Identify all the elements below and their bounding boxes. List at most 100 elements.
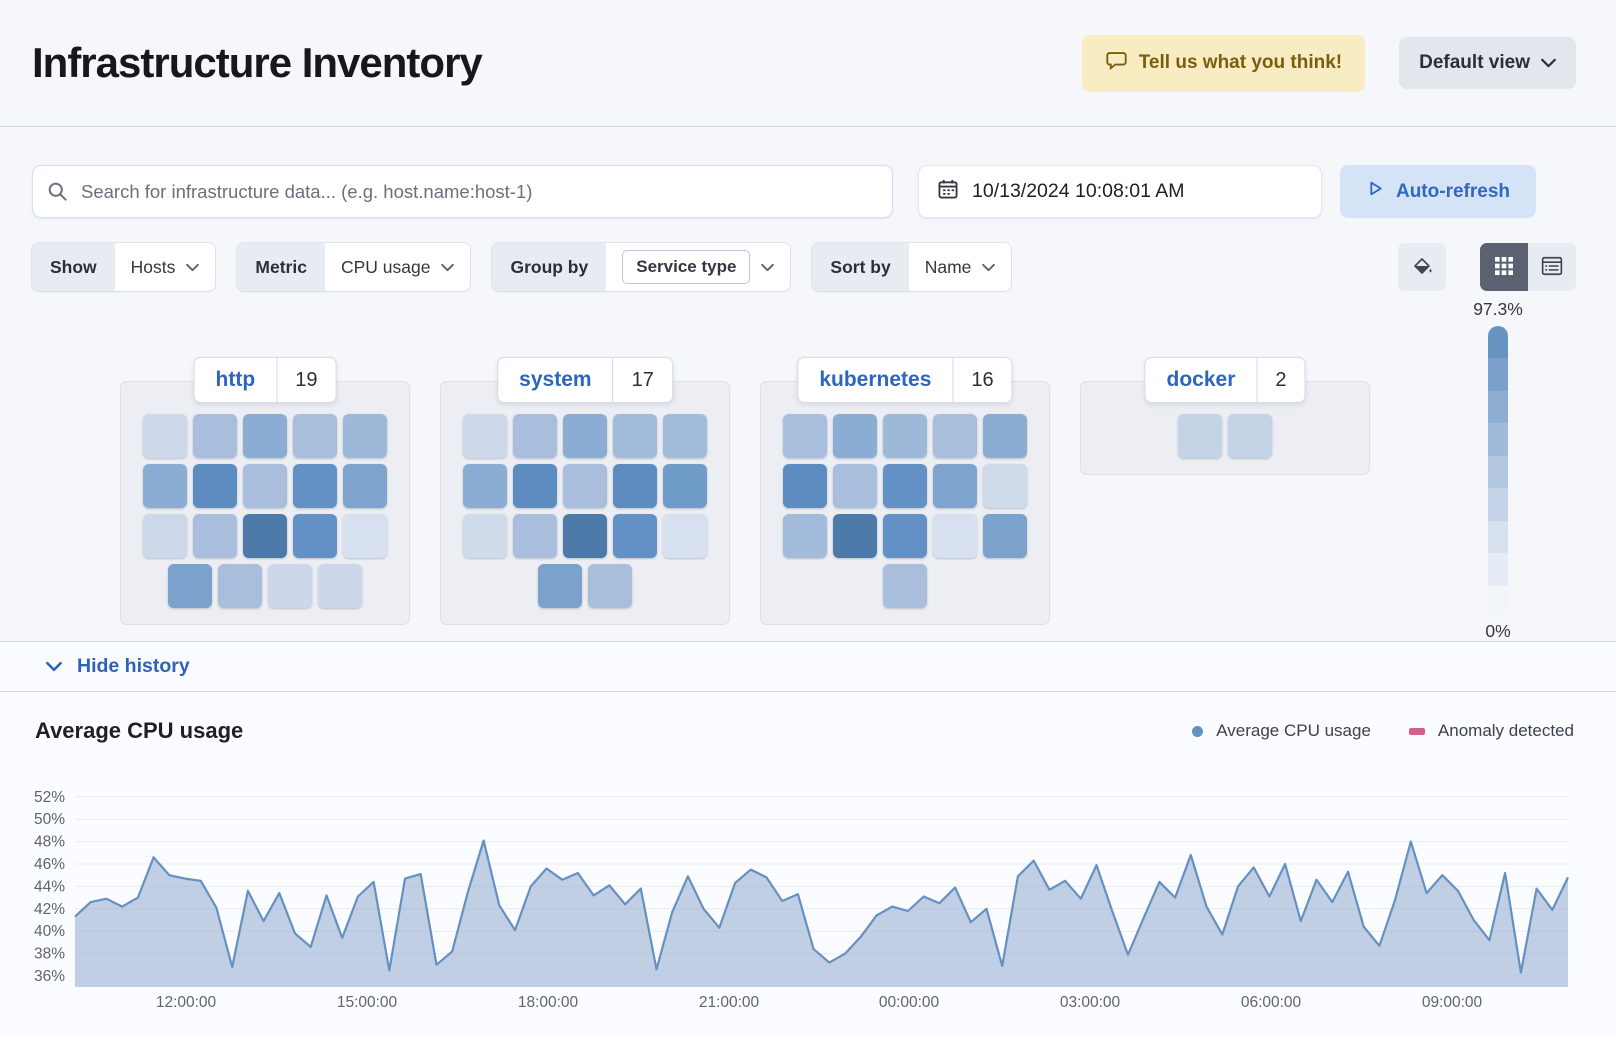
host-cell[interactable] [538,564,582,608]
host-cell[interactable] [563,464,607,508]
date-picker-button[interactable]: 10/13/2024 10:08:01 AM [918,165,1322,218]
host-cell[interactable] [168,564,212,608]
host-cell[interactable] [293,414,337,458]
page-header: Infrastructure Inventory Tell us what yo… [0,0,1616,127]
host-cell[interactable] [1178,414,1222,458]
feedback-button[interactable]: Tell us what you think! [1081,34,1366,92]
host-cell[interactable] [663,414,707,458]
host-cell[interactable] [588,564,632,608]
host-cell[interactable] [783,414,827,458]
host-cell[interactable] [833,514,877,558]
host-cell[interactable] [983,514,1027,558]
view-dropdown-button[interactable]: Default view [1399,37,1576,89]
host-cell[interactable] [613,464,657,508]
host-cell[interactable] [613,414,657,458]
scale-gradient-bar [1488,326,1508,618]
host-cell[interactable] [513,464,557,508]
host-cell[interactable] [343,514,387,558]
host-cell[interactable] [663,464,707,508]
host-cell[interactable] [318,564,362,608]
host-cell[interactable] [513,414,557,458]
metric-filter-dropdown[interactable]: CPU usage [325,243,471,291]
host-cell[interactable] [933,414,977,458]
host-cell[interactable] [143,414,187,458]
host-cell[interactable] [663,514,707,558]
svg-text:44%: 44% [34,878,65,895]
scale-step [1488,553,1508,586]
table-view-button[interactable] [1528,243,1576,291]
group-name-link[interactable]: kubernetes [819,368,932,391]
show-filter-label: Show [32,243,115,291]
host-cell[interactable] [293,514,337,558]
chevron-down-icon [46,661,62,672]
host-cell[interactable] [218,564,262,608]
host-cell[interactable] [563,414,607,458]
legend-item-cpu[interactable]: Average CPU usage [1192,721,1371,741]
chart-title: Average CPU usage [35,718,244,743]
group-count: 16 [971,368,994,391]
metric-filter: Metric CPU usage [237,243,471,291]
host-cell[interactable] [343,464,387,508]
groupby-filter-label: Group by [492,243,607,291]
hide-history-toggle[interactable]: Hide history [0,641,1616,692]
svg-text:09:00:00: 09:00:00 [1422,994,1483,1010]
auto-refresh-button[interactable]: Auto-refresh [1340,165,1536,218]
host-cell[interactable] [783,464,827,508]
search-toolbar: 10/13/2024 10:08:01 AM Auto-refresh [32,165,1576,218]
metric-filter-label: Metric [237,243,325,291]
host-cell[interactable] [463,514,507,558]
host-cell[interactable] [1228,414,1272,458]
host-cell[interactable] [243,414,287,458]
host-cell[interactable] [143,464,187,508]
host-cell[interactable] [933,514,977,558]
sortby-filter-dropdown[interactable]: Name [909,243,1012,291]
group-name-link[interactable]: docker [1166,368,1236,391]
search-input[interactable] [32,165,893,218]
group-name-link[interactable]: http [215,368,256,391]
host-cell[interactable] [983,464,1027,508]
host-cell[interactable] [343,414,387,458]
severity-scale: 97.3% 0% [1472,299,1524,642]
pill-divider [1256,358,1258,402]
waffle-row [121,564,409,608]
show-filter-dropdown[interactable]: Hosts [115,243,216,291]
host-cell[interactable] [513,514,557,558]
host-cell[interactable] [833,464,877,508]
svg-text:38%: 38% [34,946,65,963]
host-cell[interactable] [463,464,507,508]
host-cell[interactable] [243,464,287,508]
host-cell[interactable] [193,514,237,558]
auto-refresh-label: Auto-refresh [1395,180,1510,202]
host-cell[interactable] [883,564,927,608]
host-cell[interactable] [193,464,237,508]
host-cell[interactable] [933,464,977,508]
host-cell[interactable] [268,564,312,608]
palette-button[interactable] [1398,243,1446,291]
scale-min-label: 0% [1485,621,1511,641]
host-cell[interactable] [243,514,287,558]
host-cell[interactable] [563,514,607,558]
host-cell[interactable] [193,414,237,458]
waffle-row [121,414,409,458]
group-pill: kubernetes 16 [797,357,1013,403]
show-filter: Show Hosts [32,243,216,291]
group-count: 17 [631,368,654,391]
groupby-selected-pill[interactable]: Service type [622,250,751,284]
legend-item-anomaly[interactable]: Anomaly detected [1408,721,1574,741]
grid-view-button[interactable] [1480,243,1528,291]
groupby-filter-dropdown[interactable]: Service type [606,243,790,291]
host-cell[interactable] [783,514,827,558]
host-cell[interactable] [293,464,337,508]
host-cell[interactable] [463,414,507,458]
svg-text:00:00:00: 00:00:00 [879,994,940,1010]
group-name-link[interactable]: system [519,368,592,391]
host-cell[interactable] [613,514,657,558]
host-cell[interactable] [883,464,927,508]
svg-text:36%: 36% [34,968,65,985]
host-cell[interactable] [983,414,1027,458]
host-cell[interactable] [143,514,187,558]
host-cell[interactable] [883,414,927,458]
host-cell[interactable] [833,414,877,458]
host-cell[interactable] [883,514,927,558]
